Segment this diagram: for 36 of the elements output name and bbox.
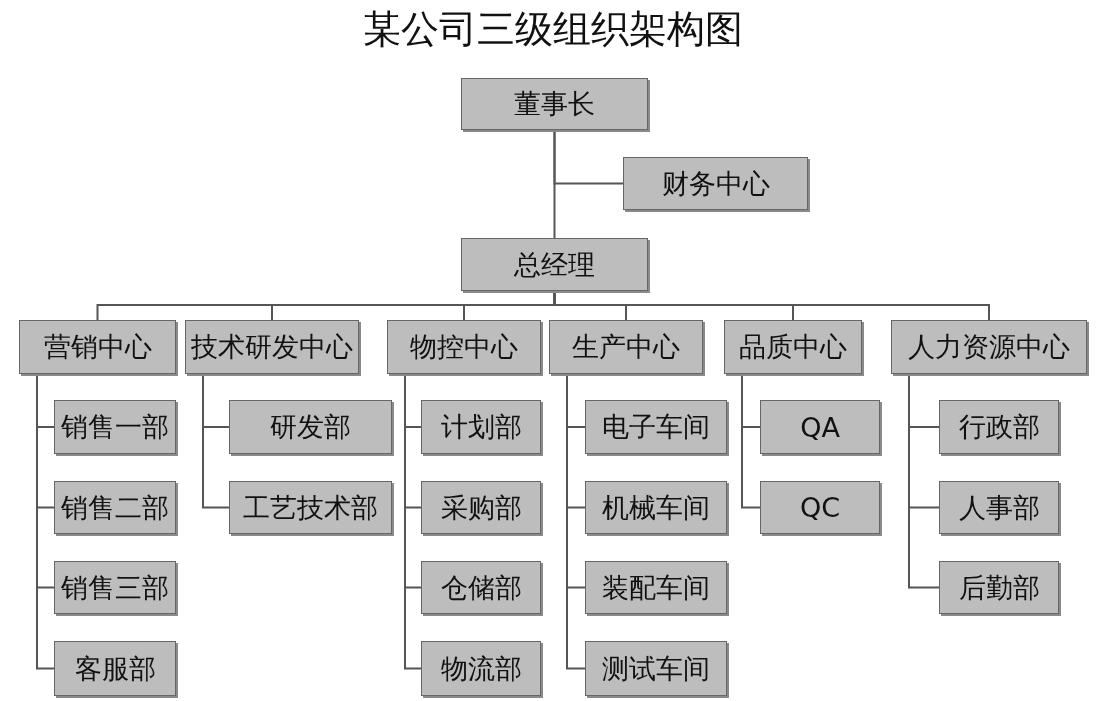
org-box: 行政部 <box>939 400 1059 454</box>
org-box: 人力资源中心 <box>891 320 1087 374</box>
org-box: 销售三部 <box>54 561 176 614</box>
connector-line <box>741 373 761 509</box>
org-box: 营销中心 <box>19 320 176 374</box>
org-box: 后勤部 <box>939 561 1059 614</box>
org-box: 客服部 <box>54 641 176 696</box>
org-box: 装配车间 <box>585 561 727 614</box>
org-box: 仓储部 <box>421 561 541 614</box>
org-box: 计划部 <box>421 400 541 454</box>
org-box: 工艺技术部 <box>229 481 392 534</box>
org-box: 技术研发中心 <box>185 320 359 374</box>
org-box: 生产中心 <box>549 320 703 374</box>
org-box: 电子车间 <box>585 400 727 454</box>
org-box: 销售一部 <box>54 400 176 454</box>
org-box: 测试车间 <box>585 641 727 696</box>
org-box: 品质中心 <box>724 320 862 374</box>
connector-line <box>566 373 586 670</box>
connector-line <box>553 129 556 239</box>
org-box: 采购部 <box>421 481 541 534</box>
connector-line <box>404 373 422 670</box>
org-box: 人事部 <box>939 481 1059 534</box>
org-box: 总经理 <box>461 238 648 291</box>
org-box: 财务中心 <box>623 157 808 210</box>
org-box: 销售二部 <box>54 481 176 534</box>
connector-line <box>36 373 55 670</box>
connector-line <box>908 373 940 589</box>
org-box: QC <box>760 481 880 534</box>
org-box: 董事长 <box>461 78 648 130</box>
org-box: QA <box>760 400 880 454</box>
org-box: 物流部 <box>421 641 541 696</box>
connector-line <box>202 373 230 509</box>
org-box: 机械车间 <box>585 481 727 534</box>
org-box: 物控中心 <box>387 320 541 374</box>
org-box: 研发部 <box>229 400 392 454</box>
title: 某公司三级组织架构图 <box>363 7 743 51</box>
